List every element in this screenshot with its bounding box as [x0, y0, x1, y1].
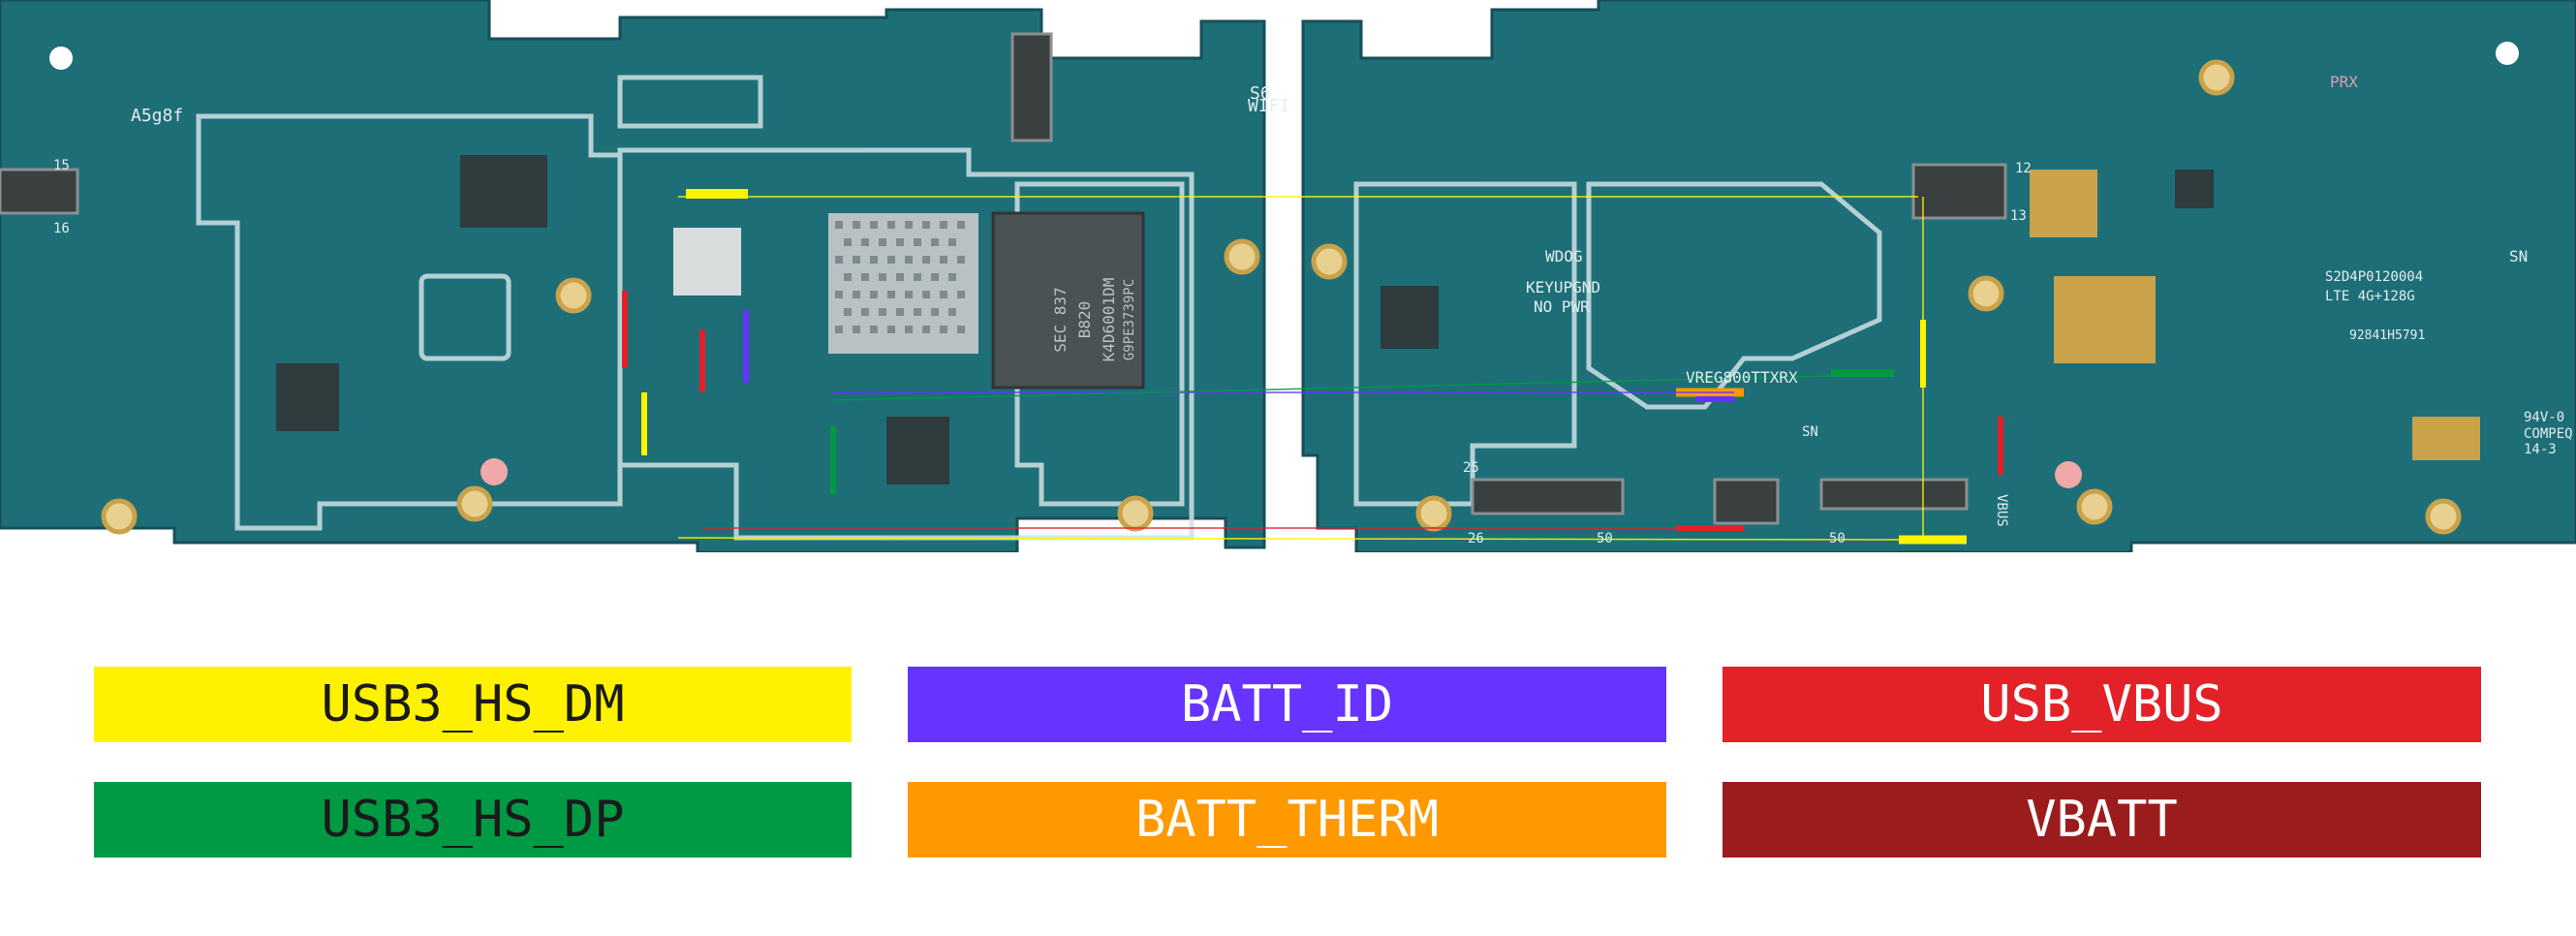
legend-batt-therm: BATT_THERM: [908, 782, 1666, 858]
legend-label: USB3_HS_DP: [321, 791, 625, 849]
svg-text:14-3: 14-3: [2524, 442, 2557, 457]
svg-text:VREG800TTXRX: VREG800TTXRX: [1686, 368, 1798, 387]
svg-text:16: 16: [53, 221, 70, 236]
right-pcb: [1301, 0, 2576, 552]
svg-text:SN: SN: [1802, 424, 1818, 440]
svg-text:WDOG: WDOG: [1545, 247, 1583, 265]
legend-vbatt: VBATT: [1723, 782, 2481, 858]
legend-label: BATT_ID: [1180, 675, 1394, 733]
svg-text:50: 50: [1597, 531, 1613, 546]
svg-text:COMPEQ: COMPEQ: [2524, 426, 2573, 442]
svg-text:50: 50: [1829, 531, 1846, 546]
legend-usb-vbus: USB_VBUS: [1723, 667, 2481, 742]
svg-text:12: 12: [2015, 161, 2032, 176]
svg-text:K4D6001DM: K4D6001DM: [1100, 278, 1118, 362]
svg-text:92841H5791: 92841H5791: [2349, 328, 2425, 343]
svg-text:13: 13: [2010, 208, 2027, 224]
legend-label: USB3_HS_DM: [321, 675, 625, 733]
svg-text:KEYUPGND: KEYUPGND: [1526, 278, 1600, 296]
svg-text:SEC 837: SEC 837: [1051, 287, 1070, 352]
svg-text:S2D4P0120004: S2D4P0120004: [2325, 269, 2423, 285]
svg-text:15: 15: [53, 158, 70, 173]
svg-text:26: 26: [1468, 531, 1484, 546]
legend-usb3-hs-dm: USB3_HS_DM: [94, 667, 852, 742]
svg-text:VBUS: VBUS: [1994, 494, 2009, 527]
legend-label: VBATT: [2026, 791, 2178, 849]
legend-label: BATT_THERM: [1134, 791, 1440, 849]
legend-batt-id: BATT_ID: [908, 667, 1666, 742]
pcb-diagram: SEC 837 B820 K4D6001DM G9PE3739PC: [0, 0, 2576, 552]
svg-text:S6: S6: [1250, 83, 1271, 104]
legend-label: USB_VBUS: [1980, 675, 2223, 733]
svg-text:25: 25: [1463, 460, 1479, 476]
svg-text:WIFI: WIFI: [1248, 96, 1289, 116]
svg-text:PRX: PRX: [2330, 73, 2358, 91]
svg-text:LTE 4G+128G: LTE 4G+128G: [2325, 289, 2415, 304]
svg-text:SN: SN: [2509, 247, 2528, 265]
svg-text:B820: B820: [1075, 301, 1094, 339]
legend-usb3-hs-dp: USB3_HS_DP: [94, 782, 852, 858]
svg-text:G9PE3739PC: G9PE3739PC: [1122, 279, 1137, 360]
svg-text:94V-0: 94V-0: [2524, 410, 2564, 425]
memory-chip: [991, 211, 1145, 390]
svg-text:A5g8f: A5g8f: [131, 106, 183, 126]
svg-text:NO PWR: NO PWR: [1534, 297, 1590, 316]
